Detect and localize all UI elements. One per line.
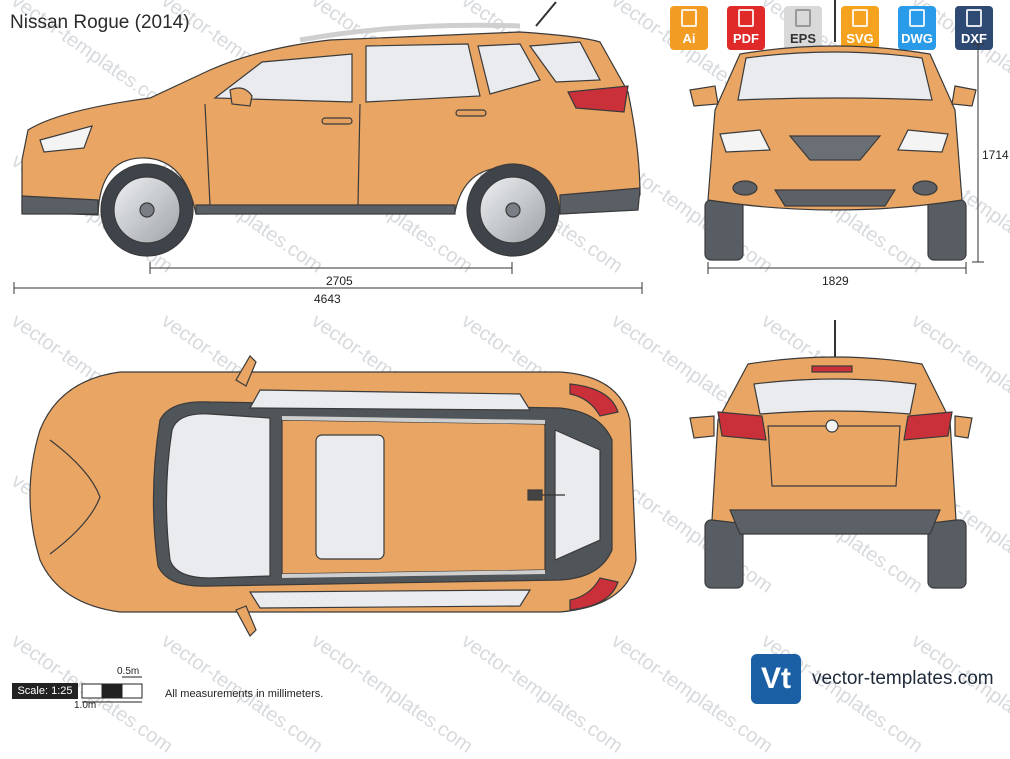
top-view — [29, 355, 637, 637]
format-label: PDF — [733, 31, 759, 46]
site-link[interactable]: vector-templates.com — [812, 668, 994, 689]
file-icon — [909, 9, 925, 27]
front-view — [689, 0, 977, 261]
rear-view — [689, 320, 973, 589]
measurements-note: All measurements in millimeters. — [165, 688, 324, 700]
format-label: Ai — [682, 31, 696, 46]
dxf-format-badge[interactable]: DXF — [955, 6, 993, 50]
eps-format-badge[interactable]: EPS — [784, 6, 822, 50]
wheelbase-label: 2705 — [326, 274, 353, 288]
vehicle-blueprint — [13, 0, 984, 703]
file-icon — [738, 9, 754, 27]
svg-format-badge[interactable]: SVG — [841, 6, 879, 50]
side-dimension-lines — [13, 262, 643, 294]
length-label: 4643 — [314, 292, 341, 306]
file-icon — [795, 9, 811, 27]
file-icon — [681, 9, 697, 27]
format-label: SVG — [846, 31, 874, 46]
scale-bar — [81, 676, 143, 703]
one-meter-label: 1.0m — [74, 700, 97, 711]
width-label: 1829 — [822, 274, 849, 288]
format-label: DXF — [961, 31, 987, 46]
dwg-format-badge[interactable]: DWG — [898, 6, 936, 50]
ai-format-badge[interactable]: Ai — [670, 6, 708, 50]
front-dimension-lines — [707, 43, 984, 274]
format-label: EPS — [789, 31, 816, 46]
file-icon — [852, 9, 868, 27]
pdf-format-badge[interactable]: PDF — [727, 6, 765, 50]
vt-logo-icon[interactable]: Vt — [751, 654, 801, 704]
half-meter-label: 0.5m — [117, 666, 140, 677]
file-icon — [966, 9, 982, 27]
format-label: DWG — [901, 31, 933, 46]
page-title: Nissan Rogue (2014) — [10, 12, 190, 33]
side-view — [21, 1, 641, 257]
scale-label: Scale: 1:25 — [12, 683, 78, 699]
height-label: 1714 — [982, 148, 1009, 162]
